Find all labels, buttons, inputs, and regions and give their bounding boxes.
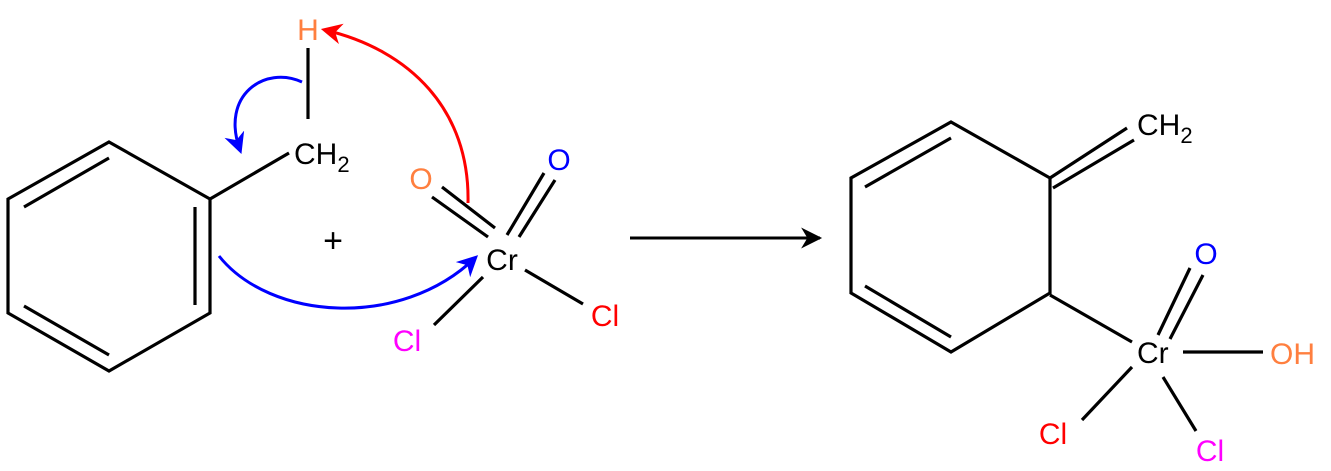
cr-o-double-bond — [1168, 274, 1205, 340]
oxygen-blue-label: O — [547, 144, 570, 177]
ring-double-bond — [23, 304, 110, 357]
h-label: H — [297, 14, 319, 47]
cr-o-double-bond — [1156, 267, 1192, 336]
plus-sign: + — [323, 222, 343, 260]
cr-cl-bond — [524, 268, 584, 306]
oxygen-orange-label: O — [409, 163, 432, 196]
hydroxyl-label: OH — [1270, 338, 1315, 371]
chlorine-red-label: Cl — [591, 300, 619, 333]
cr-o-double-bond — [517, 179, 557, 238]
cr-o-double-bond — [505, 172, 546, 236]
benzene-ring — [6, 140, 212, 373]
toluene-molecule: CH2 H — [6, 14, 350, 373]
chlorine-magenta-label: Cl — [393, 325, 421, 358]
ring-double-bond — [864, 136, 952, 189]
oxygen-blue-label: O — [1194, 238, 1217, 271]
cr-cl-bond — [1161, 376, 1198, 432]
exocyclic-double-bond — [1052, 138, 1135, 190]
curved-arrow-red — [320, 23, 470, 204]
product-molecule: CH2 Cr OH O Cl Cl — [849, 109, 1315, 468]
ch2-label: CH2 — [1137, 109, 1193, 148]
curved-arrow-blue-lower — [217, 255, 479, 310]
ring-double-bond — [864, 284, 952, 339]
exocyclic-double-bond — [1049, 126, 1128, 180]
chromyl-chloride-molecule: Cr O O Cl Cl — [393, 144, 619, 358]
cr-cl-bond — [1080, 365, 1134, 422]
chlorine-magenta-label: Cl — [1196, 435, 1224, 468]
ring-double-bond — [23, 156, 110, 209]
chlorine-red-label: Cl — [1039, 418, 1067, 451]
cr-label: Cr — [486, 244, 518, 277]
cyclohexadiene-ring — [849, 120, 1052, 354]
cr-o-double-bond — [441, 185, 496, 230]
cr-o-double-bond — [431, 195, 489, 239]
cr-cl-bond — [432, 275, 485, 327]
ring-cr-bond — [1049, 293, 1133, 344]
ring-ch2-bond — [209, 151, 290, 201]
curved-arrow-blue-upper — [224, 75, 303, 154]
ch2-label: CH2 — [294, 138, 350, 177]
cr-label: Cr — [1137, 337, 1169, 370]
